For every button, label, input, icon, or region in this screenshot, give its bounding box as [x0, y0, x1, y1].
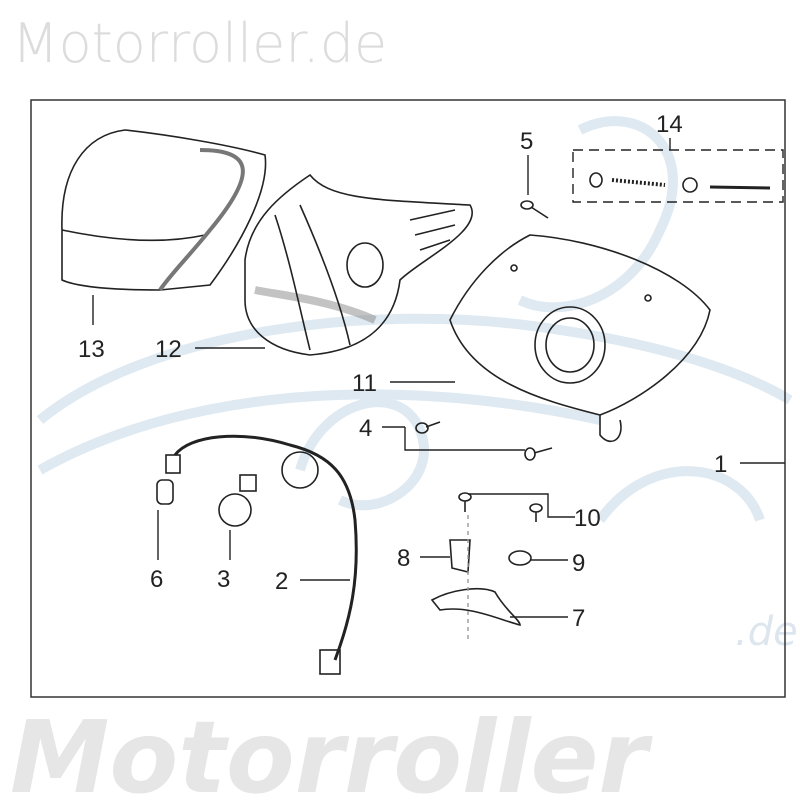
callout-2: 2	[275, 568, 288, 595]
part-2-wiring-harness	[173, 434, 358, 675]
part-5-screw	[520, 200, 549, 219]
background-swoosh	[36, 116, 793, 523]
callout-9: 9	[572, 550, 585, 577]
callout-8: 8	[397, 545, 410, 572]
part-8-bracket	[449, 539, 471, 574]
part-9-nut	[508, 550, 532, 566]
callout-13: 13	[78, 336, 105, 363]
part-13-windscreen	[61, 129, 267, 292]
part-14-adjuster-set	[572, 149, 784, 203]
callout-3: 3	[217, 566, 230, 593]
watermark-top: Motorroller.de	[12, 12, 388, 75]
callout-1: 1	[714, 451, 727, 478]
callout-5: 5	[520, 128, 533, 155]
callout-4: 4	[359, 415, 372, 442]
callout-12: 12	[155, 336, 182, 363]
callout-7: 7	[572, 605, 585, 632]
part-11-headlight-housing	[449, 234, 711, 443]
callout-14: 14	[656, 111, 683, 138]
part-4-screws	[415, 421, 553, 461]
part-3-headlight-bulb	[218, 474, 257, 527]
callout-11: 11	[352, 370, 377, 397]
diagram-frame	[30, 99, 786, 698]
watermark-bottom: Motorroller	[10, 699, 653, 800]
watermark-bottom-suffix: .de	[735, 609, 798, 655]
leader-lines	[92, 138, 785, 640]
part-10-screws	[458, 492, 543, 522]
part-6-bulb	[156, 454, 181, 505]
callout-10: 10	[574, 505, 601, 532]
callout-6: 6	[150, 566, 163, 593]
part-7-plate	[430, 587, 521, 627]
part-12-headlight-lens	[244, 173, 473, 356]
